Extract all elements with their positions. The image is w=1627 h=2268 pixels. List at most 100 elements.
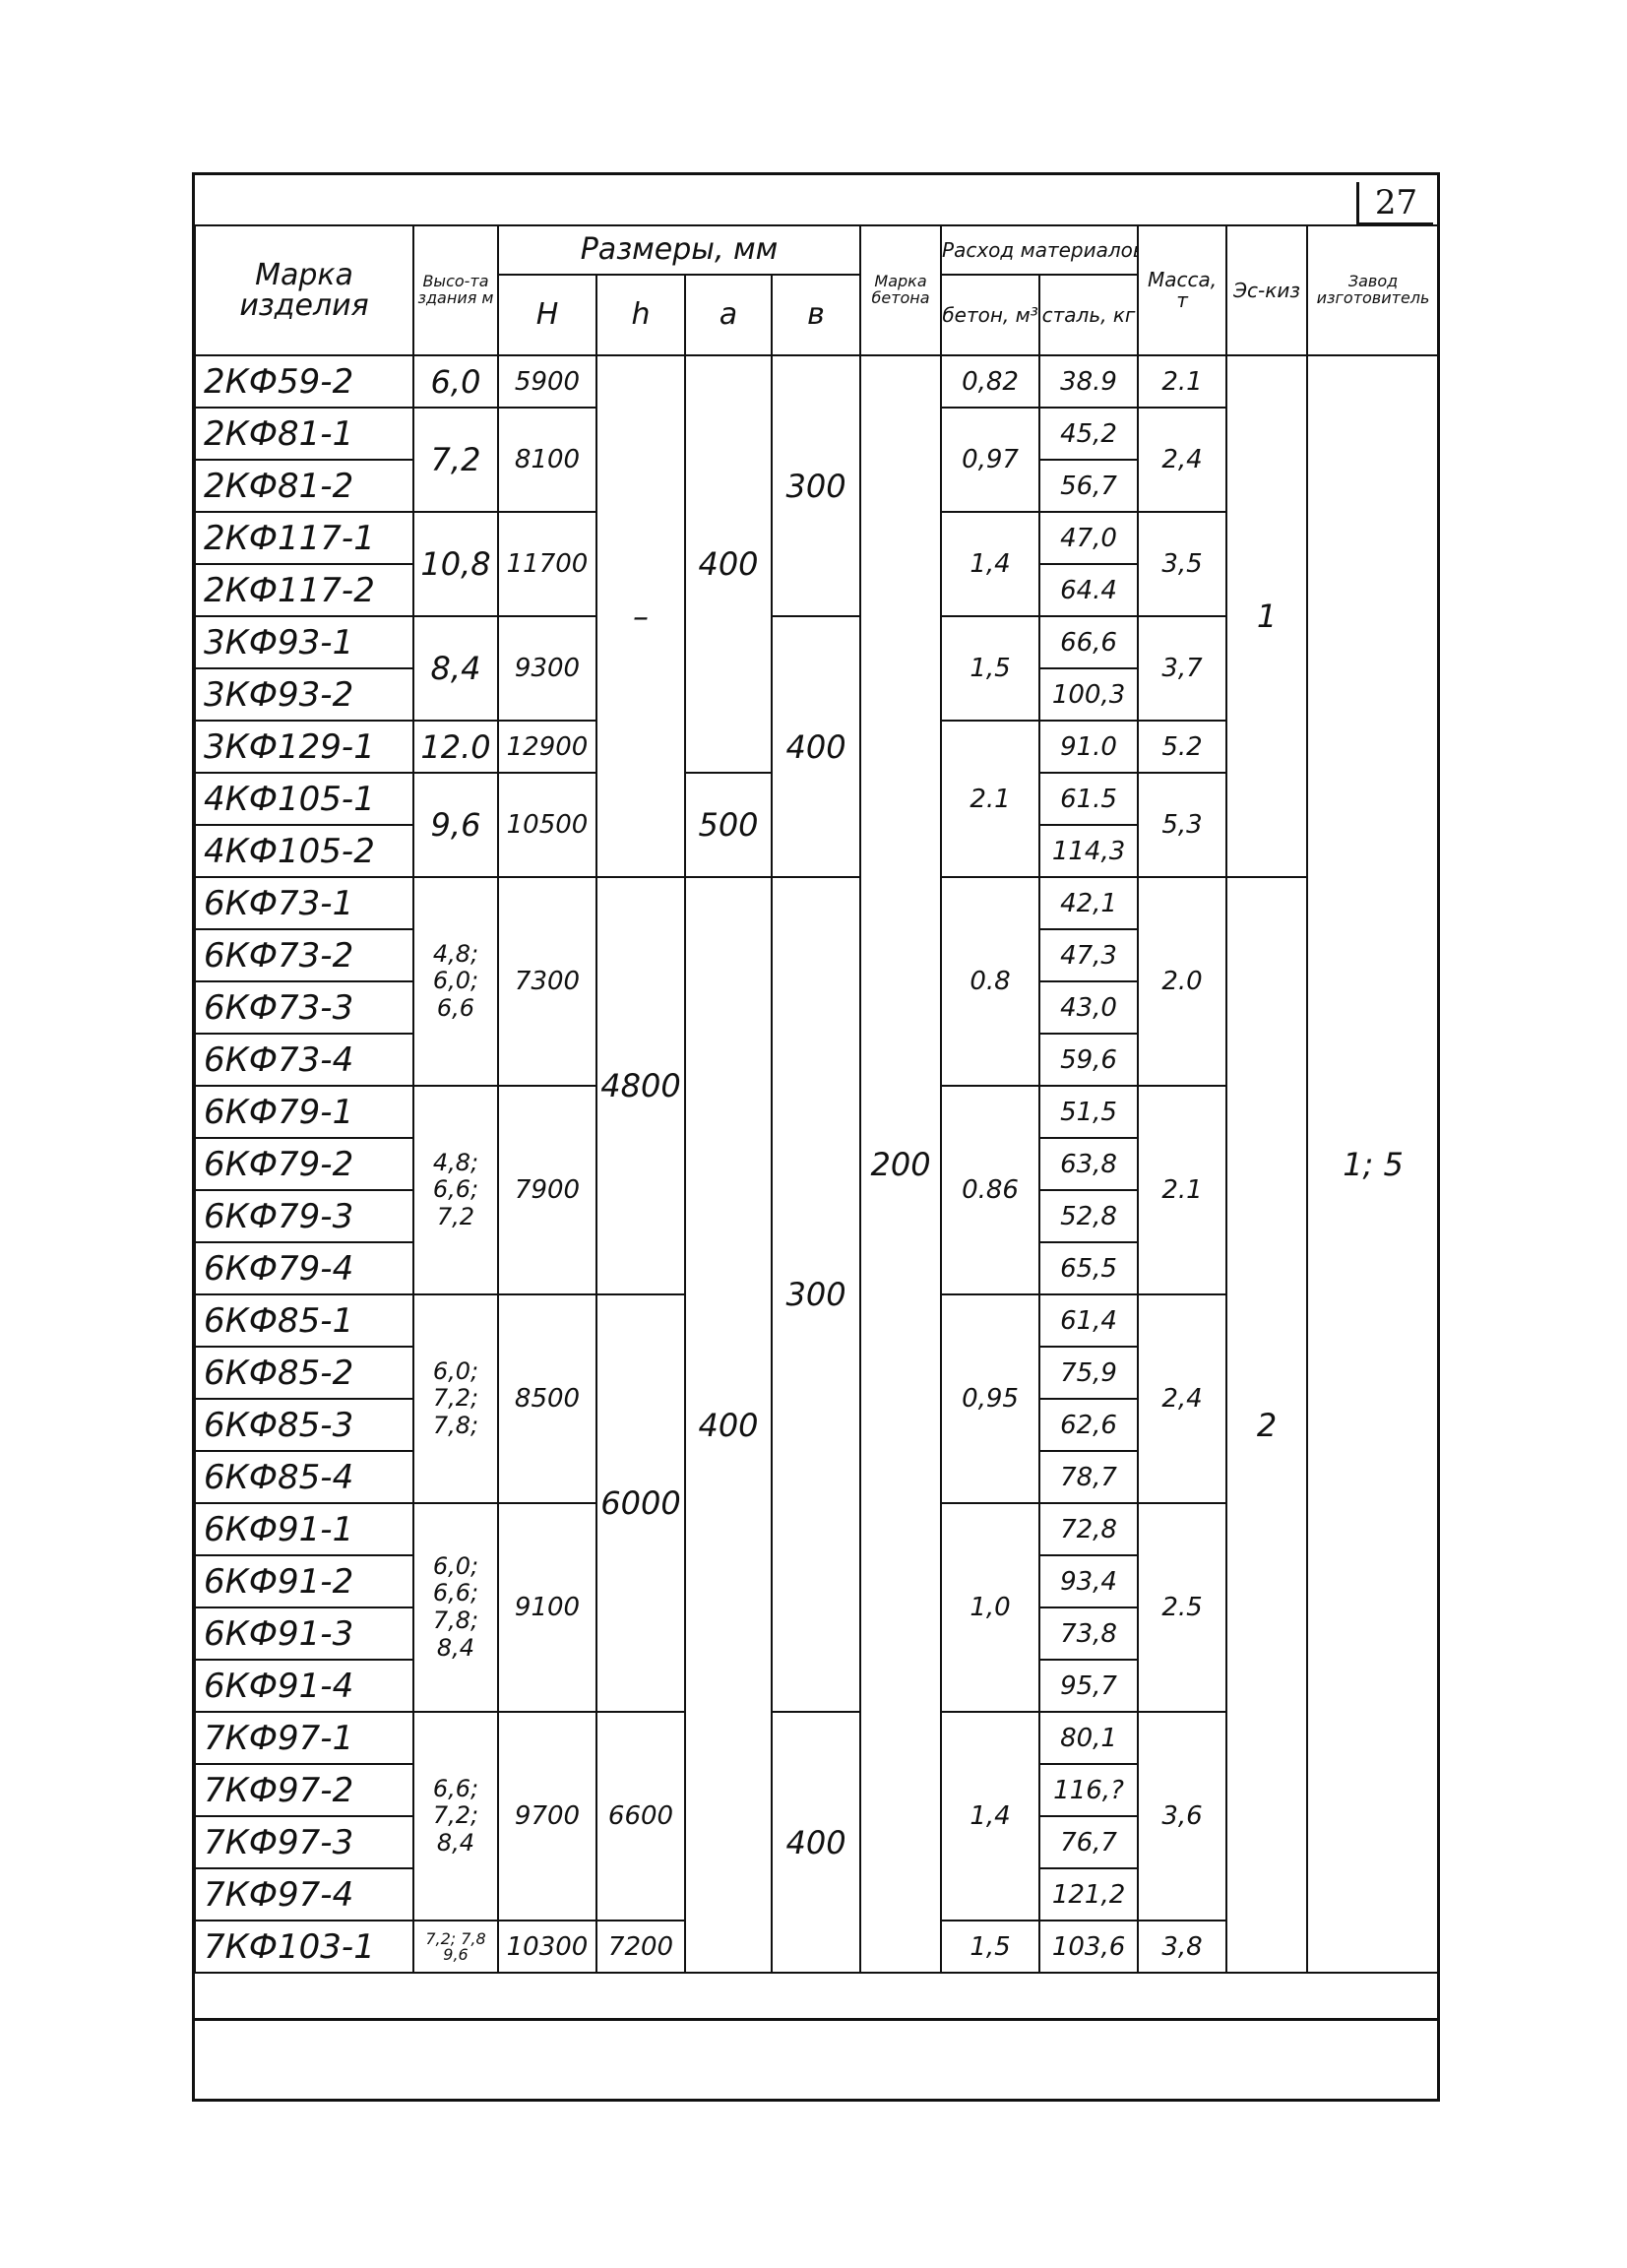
row-concrete: 1,5 bbox=[940, 615, 1041, 722]
row-height: 10,8 bbox=[412, 511, 499, 617]
table-row: 4КФ105-1 9,6 10500 500 61.5 5,3 bbox=[194, 772, 1439, 878]
header-steel: сталь, кг bbox=[1038, 274, 1140, 356]
row-steel: 51,5 bbox=[1038, 1085, 1140, 1139]
header-b: в bbox=[770, 274, 862, 356]
row-steel: 45,2 bbox=[1038, 407, 1140, 461]
row-steel: 78,7 bbox=[1038, 1450, 1140, 1504]
row-H: 5900 bbox=[497, 354, 597, 409]
row-mark: 7КФ97-4 bbox=[194, 1867, 414, 1922]
table-row: 6КФ85-1 6,0; 7,2; 7,8; 8500 6000 0,95 61… bbox=[194, 1293, 1439, 1713]
row-mark: 6КФ79-4 bbox=[194, 1241, 414, 1295]
group-b-300-top: 300 bbox=[770, 354, 862, 617]
row-steel: 61.5 bbox=[1038, 772, 1140, 826]
row-mass: 3,7 bbox=[1137, 615, 1228, 722]
row-concrete: 2.1 bbox=[940, 720, 1041, 878]
row-steel: 62,6 bbox=[1038, 1398, 1140, 1452]
row-mark: 7КФ103-1 bbox=[194, 1920, 414, 1974]
row-H: 12900 bbox=[497, 720, 597, 774]
row-mass: 2,4 bbox=[1137, 1293, 1228, 1504]
table-row: 6КФ91-3 73,8 bbox=[194, 1606, 1439, 1661]
row-mark: 3КФ93-1 bbox=[194, 615, 414, 669]
row-H: 8500 bbox=[497, 1293, 597, 1504]
row-steel: 72,8 bbox=[1038, 1502, 1140, 1556]
row-concrete: 1,0 bbox=[940, 1502, 1041, 1713]
table-row: 2КФ117-1 10,8 11700 1,4 47,0 3,5 bbox=[194, 511, 1439, 617]
row-height: 6,0 bbox=[412, 354, 499, 409]
row-steel: 91.0 bbox=[1038, 720, 1140, 774]
row-height: 6,6; 7,2; 8,4 bbox=[412, 1711, 499, 1922]
page-number: 27 bbox=[1356, 182, 1433, 225]
row-mark: 6КФ79-3 bbox=[194, 1189, 414, 1243]
specification-table: Марка изделия Высо-та здания м Размеры, … bbox=[194, 224, 1441, 1974]
table-row: 6КФ91-1 6,0; 6,6; 7,8; 8,4 9100 1,0 72,8… bbox=[194, 1502, 1439, 1713]
table-row: 6КФ73-2 47,3 bbox=[194, 928, 1439, 982]
table-row: 7КФ97-4 121,2 bbox=[194, 1867, 1439, 1922]
row-mass: 2.1 bbox=[1137, 1085, 1228, 1295]
row-height: 7,2; 7,8 9,6 bbox=[412, 1920, 499, 1974]
row-height: 9,6 bbox=[412, 772, 499, 878]
row-steel: 73,8 bbox=[1038, 1606, 1140, 1661]
row-mark: 3КФ93-2 bbox=[194, 667, 414, 722]
table-row: 7КФ97-1 6,6; 7,2; 8,4 9700 6600 400 1,4 … bbox=[194, 1711, 1439, 1974]
row-steel: 121,2 bbox=[1038, 1867, 1140, 1922]
table-row: 6КФ85-4 78,7 bbox=[194, 1450, 1439, 1504]
group-plant: 1; 5 bbox=[1306, 354, 1441, 1974]
row-steel: 64.4 bbox=[1038, 563, 1140, 617]
table-row: 7КФ103-1 7,2; 7,8 9,6 10300 7200 1,5 103… bbox=[194, 1920, 1439, 1974]
row-H: 9100 bbox=[497, 1502, 597, 1713]
row-mark: 3КФ129-1 bbox=[194, 720, 414, 774]
row-mark: 6КФ73-1 bbox=[194, 876, 414, 930]
table-row: 6КФ79-1 4,8; 6,6; 7,2 7900 0.86 51,5 2.1 bbox=[194, 1085, 1439, 1295]
row-mass: 5.2 bbox=[1137, 720, 1228, 774]
row-steel: 95,7 bbox=[1038, 1659, 1140, 1713]
table-row: 2КФ81-2 56,7 bbox=[194, 459, 1439, 513]
header-mass: Масса, т bbox=[1137, 224, 1228, 356]
row-H: 7900 bbox=[497, 1085, 597, 1295]
row-concrete: 1,4 bbox=[940, 511, 1041, 617]
table-row: 3КФ129-1 12.0 12900 2.1 91.0 5.2 bbox=[194, 720, 1439, 878]
table-row: 2КФ117-2 64.4 bbox=[194, 563, 1439, 617]
table-row: 6КФ73-4 59,6 bbox=[194, 1033, 1439, 1087]
header-H: H bbox=[497, 274, 597, 356]
row-mass: 2.1 bbox=[1137, 354, 1228, 409]
row-mark: 2КФ117-2 bbox=[194, 563, 414, 617]
table-row: 3КФ93-2 100,3 bbox=[194, 667, 1439, 722]
row-steel: 38.9 bbox=[1038, 354, 1140, 409]
row-steel: 63,8 bbox=[1038, 1137, 1140, 1191]
row-mark: 6КФ85-2 bbox=[194, 1346, 414, 1400]
group-b-300-bottom: 300 bbox=[770, 876, 862, 1713]
group-h-6600: 6600 bbox=[595, 1711, 686, 1922]
row-mark: 4КФ105-2 bbox=[194, 824, 414, 878]
row-H: 10300 bbox=[497, 1920, 597, 1974]
table-row: 6КФ79-3 52,8 bbox=[194, 1189, 1439, 1243]
row-mass: 2,4 bbox=[1137, 407, 1228, 513]
row-steel: 75,9 bbox=[1038, 1346, 1140, 1400]
group-b-400-bottom: 400 bbox=[770, 1711, 862, 1974]
row-steel: 61,4 bbox=[1038, 1293, 1140, 1348]
row-mark: 6КФ73-4 bbox=[194, 1033, 414, 1087]
footer-divider bbox=[192, 2018, 1440, 2021]
header-concrete-grade: Марка бетона bbox=[859, 224, 943, 356]
row-H: 11700 bbox=[497, 511, 597, 617]
row-height: 7,2 bbox=[412, 407, 499, 513]
row-steel: 43,0 bbox=[1038, 980, 1140, 1035]
row-mark: 2КФ59-2 bbox=[194, 354, 414, 409]
row-mark: 6КФ91-4 bbox=[194, 1659, 414, 1713]
table-row: 3КФ93-1 8,4 9300 400 1,5 66,6 3,7 bbox=[194, 615, 1439, 878]
row-mass: 2.0 bbox=[1137, 876, 1228, 1087]
row-mark: 7КФ97-2 bbox=[194, 1763, 414, 1817]
row-height: 8,4 bbox=[412, 615, 499, 722]
header-h: h bbox=[595, 274, 686, 356]
row-height: 4,8; 6,6; 7,2 bbox=[412, 1085, 499, 1295]
group-b-400-mid: 400 bbox=[770, 615, 862, 878]
row-concrete: 0,95 bbox=[940, 1293, 1041, 1504]
row-concrete: 0.86 bbox=[940, 1085, 1041, 1295]
group-h-4800: 4800 bbox=[595, 876, 686, 1295]
row-height: 6,0; 7,2; 7,8; bbox=[412, 1293, 499, 1504]
header-dimensions: Размеры, мм bbox=[496, 224, 862, 276]
row-H: 9300 bbox=[497, 615, 597, 722]
group-h-7200: 7200 bbox=[595, 1920, 686, 1974]
group-h-dash: – bbox=[595, 354, 686, 878]
group-sketch-2: 2 bbox=[1225, 876, 1309, 1974]
header-mark: Марка изделия bbox=[194, 224, 414, 356]
